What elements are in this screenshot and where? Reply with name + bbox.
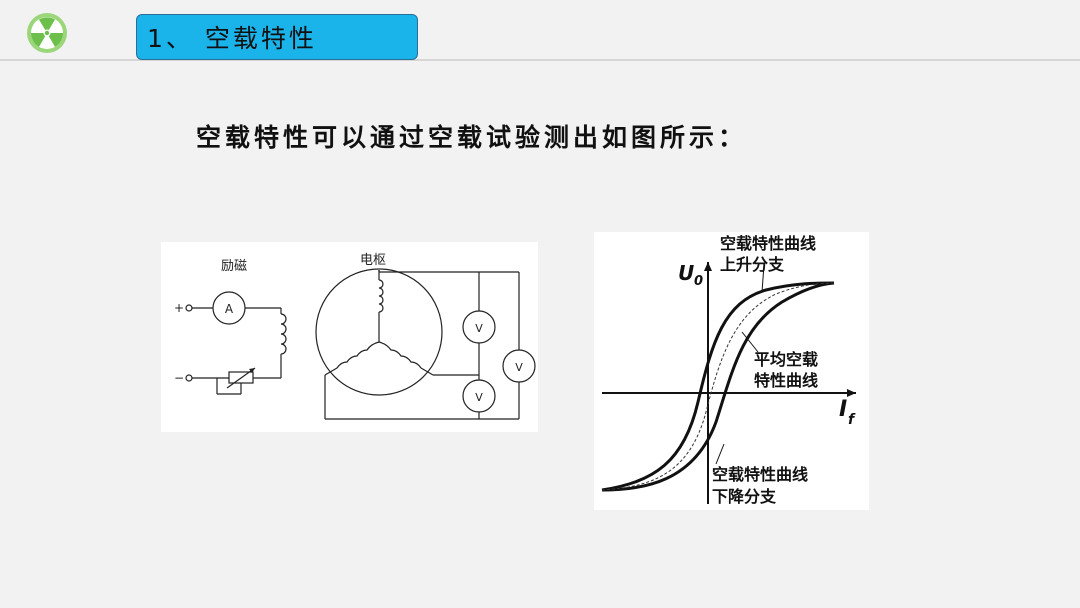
average-curve [601, 282, 835, 491]
test-circuit-diagram: 励磁 电枢 + − A V V V [174, 253, 536, 420]
section-title-box: 1、 空载特性 [136, 14, 418, 60]
armature-label: 电枢 [360, 253, 386, 268]
x-axis-label: I [839, 397, 847, 422]
rising-branch-label-line2: 上升分支 [720, 255, 785, 274]
section-title: 1、 空载特性 [147, 24, 317, 53]
average-label-line2: 特性曲线 [754, 371, 818, 390]
falling-branch-label-line2: 下降分支 [712, 487, 777, 506]
y-axis-label: U [678, 261, 694, 285]
excitation-label: 励磁 [221, 259, 247, 274]
falling-branch-curve [601, 281, 835, 492]
average-label-line1: 平均空载 [754, 350, 818, 369]
voltmeter-label-2: V [475, 391, 483, 404]
voltmeter-label-1: V [475, 322, 483, 335]
intro-text: 空载特性可以通过空载试验测出如图所示： [196, 123, 748, 152]
minus-terminal-label: − [174, 371, 184, 385]
y-axis-subscript: 0 [694, 274, 703, 289]
falling-branch-label-line1: 空载特性曲线 [712, 465, 808, 484]
header-divider [0, 59, 1080, 61]
plus-terminal-label: + [174, 301, 184, 315]
voltmeter-label-3: V [515, 361, 523, 374]
ammeter-label: A [225, 302, 234, 316]
x-axis-subscript: f [848, 412, 856, 428]
rising-branch-curve [601, 281, 835, 492]
no-load-characteristic-figure: U 0 I f 空载特性曲线 上升分支 平均空载 特性曲线 空载特性曲线 下降分… [594, 232, 869, 510]
no-load-characteristic-diagram: U 0 I f 空载特性曲线 上升分支 平均空载 特性曲线 空载特性曲线 下降分… [601, 234, 856, 506]
rising-branch-label-line1: 空载特性曲线 [720, 234, 816, 253]
test-circuit-figure: 励磁 电枢 + − A V V V [161, 242, 538, 432]
radiation-icon [27, 13, 67, 53]
